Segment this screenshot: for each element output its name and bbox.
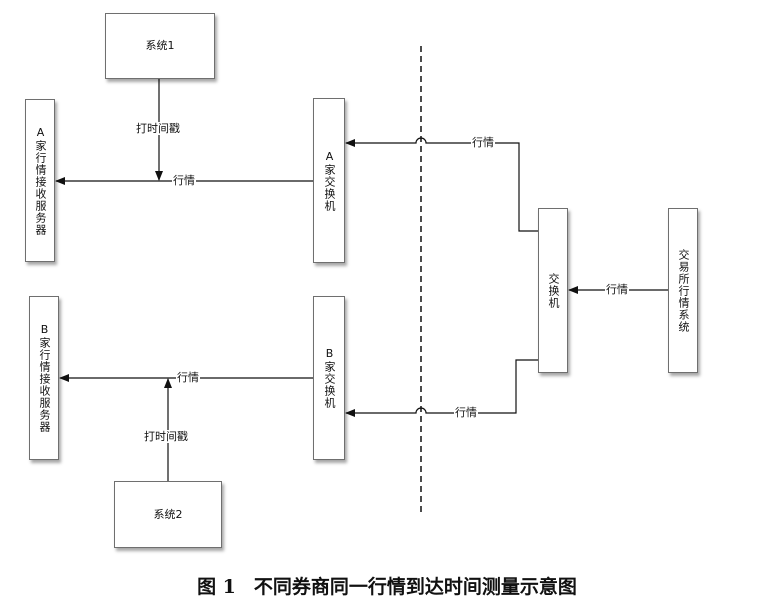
system1-box: 系统1 <box>105 13 215 79</box>
quote-label-to-a-switch: 行情 <box>471 136 495 149</box>
a-switch-label: A家交换机 <box>323 149 336 212</box>
b-server-label: B家行情接收服务器 <box>38 323 51 433</box>
core-switch-box: 交换机 <box>538 208 568 373</box>
system2-label: 系统2 <box>153 507 183 521</box>
system1-label: 系统1 <box>145 39 175 52</box>
a-server-label: A家行情接收服务器 <box>34 125 47 236</box>
quote-label-to-b-switch: 行情 <box>454 406 478 419</box>
exchange-label: 交易所行情系统 <box>677 248 690 333</box>
quote-label-exchange: 行情 <box>605 283 629 296</box>
b-switch-label: B家交换机 <box>323 347 336 409</box>
figure-caption: 图 1 不同券商同一行情到达时间测量示意图 <box>0 574 774 600</box>
figure-title: 不同券商同一行情到达时间测量示意图 <box>253 576 577 598</box>
arrow-core-switch-to-a-switch <box>345 137 538 232</box>
figure-number: 图 1 <box>197 576 236 598</box>
b-switch-box: B家交换机 <box>313 296 345 460</box>
system2-box: 系统2 <box>114 481 222 548</box>
exchange-box: 交易所行情系统 <box>668 208 698 373</box>
b-server-box: B家行情接收服务器 <box>29 296 59 460</box>
timestamp-label-a: 打时间戳 <box>135 122 181 135</box>
timestamp-label-b: 打时间戳 <box>143 430 189 443</box>
a-switch-box: A家交换机 <box>313 98 345 263</box>
quote-label-b-server: 行情 <box>176 371 200 384</box>
quote-label-a-server: 行情 <box>172 174 196 187</box>
a-server-box: A家行情接收服务器 <box>25 99 55 262</box>
core-switch-label: 交换机 <box>547 272 560 309</box>
arrow-core-switch-to-b-switch <box>345 359 538 417</box>
